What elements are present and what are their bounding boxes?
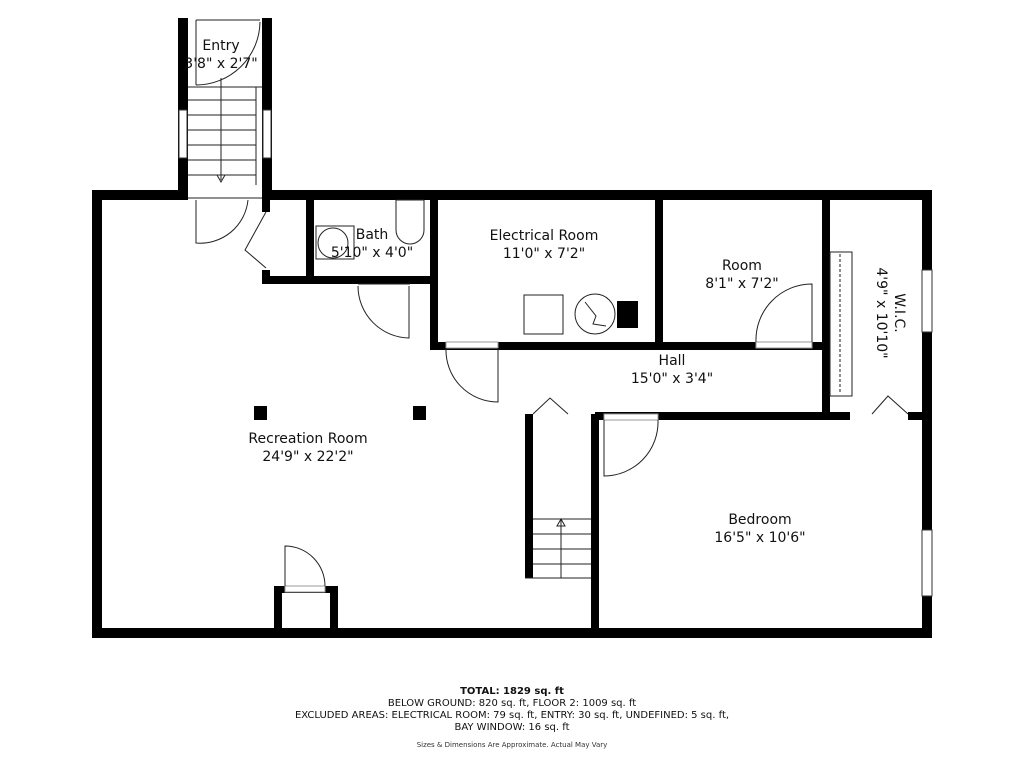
outer-wall-bottom bbox=[92, 628, 932, 638]
bedroom-top-wall-right bbox=[908, 412, 928, 420]
excluded-areas-cont: BAY WINDOW: 16 sq. ft bbox=[454, 722, 570, 733]
bath-bottom-wall bbox=[262, 276, 432, 284]
bedroom-door-frame bbox=[603, 413, 659, 421]
total-area: TOTAL: 1829 sq. ft bbox=[460, 686, 564, 697]
room-name: Electrical Room bbox=[489, 228, 599, 244]
wic-shelf bbox=[829, 251, 853, 397]
wic-window bbox=[921, 269, 933, 333]
rec-closet-right bbox=[330, 586, 338, 634]
entry-left-wall bbox=[178, 18, 188, 198]
room-label-room: Room 8'1" x 7'2" bbox=[705, 257, 778, 293]
water-heater bbox=[523, 294, 564, 335]
outer-wall-left bbox=[92, 190, 102, 638]
entry-right-wall bbox=[262, 18, 272, 198]
stair-left-wall bbox=[525, 414, 533, 578]
bedroom-window bbox=[921, 529, 933, 597]
entry-door bbox=[195, 19, 261, 86]
stair-door bbox=[532, 397, 569, 415]
column-right bbox=[413, 406, 426, 420]
room-dims: 5'10" x 4'0" bbox=[330, 245, 414, 261]
room-name: Entry bbox=[202, 38, 240, 54]
basement-stairs bbox=[525, 517, 591, 579]
room-dims: 16'5" x 10'6" bbox=[714, 530, 806, 546]
furnace-icon bbox=[574, 293, 616, 335]
column-left bbox=[254, 406, 267, 420]
bath-left-wall bbox=[306, 200, 314, 280]
electrical-panel bbox=[617, 301, 638, 328]
room-label-bath: Bath 5'10" x 4'0" bbox=[331, 226, 413, 262]
hall-top-wall bbox=[430, 342, 830, 350]
entry-window-left bbox=[178, 109, 188, 159]
rec-closet-door bbox=[284, 545, 326, 587]
closet-wall-a bbox=[262, 200, 270, 212]
excluded-areas: EXCLUDED AREAS: ELECTRICAL ROOM: 79 sq. … bbox=[294, 710, 730, 721]
wic-left-wall bbox=[822, 200, 830, 415]
electrical-door bbox=[445, 347, 499, 403]
room-label-electrical: Electrical Room 11'0" x 7'2" bbox=[490, 227, 599, 263]
room-door bbox=[755, 283, 813, 343]
bath-door bbox=[357, 285, 410, 339]
room-dims: 15'0" x 3'4" bbox=[630, 371, 714, 387]
electrical-left-wall bbox=[430, 200, 438, 348]
outer-wall-top bbox=[262, 190, 932, 200]
area-summary: TOTAL: 1829 sq. ft BELOW GROUND: 820 sq.… bbox=[0, 686, 1024, 734]
disclaimer: Sizes & Dimensions Are Approximate. Actu… bbox=[416, 741, 608, 749]
room-label-recreation: Recreation Room 24'9" x 22'2" bbox=[248, 430, 367, 466]
room-name: W.I.C. bbox=[891, 293, 907, 333]
bedroom-door bbox=[603, 419, 659, 477]
room-label-wic: W.I.C. 4'9" x 10'10" bbox=[872, 267, 908, 358]
room-door-frame bbox=[755, 341, 813, 349]
room-dims: 4'9" x 10'10" bbox=[873, 267, 889, 359]
bedroom-top-wall bbox=[595, 412, 850, 420]
room-dims: 24'9" x 22'2" bbox=[262, 449, 354, 465]
room-label-hall: Hall 15'0" x 3'4" bbox=[631, 352, 713, 388]
room-left-wall bbox=[655, 200, 663, 348]
bath-toilet bbox=[395, 199, 425, 245]
room-name: Bedroom bbox=[728, 512, 792, 528]
room-name: Hall bbox=[658, 353, 686, 369]
room-name: Recreation Room bbox=[248, 431, 368, 447]
entry-stairs bbox=[188, 78, 262, 185]
closet-door bbox=[244, 211, 267, 269]
outer-wall-top-left bbox=[92, 190, 188, 200]
entry-window-right bbox=[262, 109, 272, 159]
wic-door bbox=[871, 395, 909, 415]
room-dims: 11'0" x 7'2" bbox=[502, 246, 586, 262]
room-dims: 3'8" x 2'7" bbox=[184, 56, 258, 72]
room-name: Room bbox=[722, 258, 762, 274]
rec-closet-left bbox=[274, 586, 282, 634]
rec-closet-door-frame bbox=[284, 585, 326, 593]
electrical-door-frame bbox=[445, 341, 499, 349]
room-name: Bath bbox=[355, 227, 389, 243]
recreation-entry-door bbox=[195, 199, 249, 244]
room-dims: 8'1" x 7'2" bbox=[705, 276, 779, 292]
room-label-entry: Entry 3'8" x 2'7" bbox=[184, 37, 257, 73]
bedroom-left-wall bbox=[591, 414, 599, 636]
bath-sink bbox=[315, 225, 355, 260]
floor-areas: BELOW GROUND: 820 sq. ft, FLOOR 2: 1009 … bbox=[387, 698, 637, 709]
room-label-bedroom: Bedroom 16'5" x 10'6" bbox=[714, 511, 805, 547]
